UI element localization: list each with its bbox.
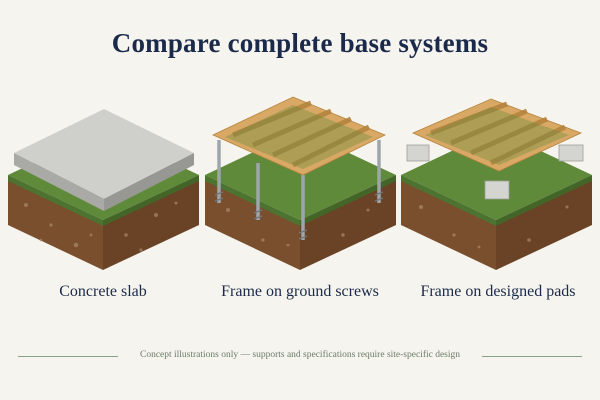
caption-designed-pads: Frame on designed pads bbox=[420, 283, 576, 300]
divider-right bbox=[482, 356, 582, 357]
caption-ground-screws: Frame on ground screws bbox=[221, 283, 379, 300]
caption-concrete-slab: Concrete slab bbox=[59, 283, 147, 300]
concrete-slab-illustration bbox=[6, 95, 201, 270]
divider-left bbox=[18, 356, 118, 357]
pad-frame-illustration bbox=[399, 95, 594, 270]
ground-screw-frame-illustration bbox=[203, 95, 398, 270]
footnote: Concept illustrations only — supports an… bbox=[139, 350, 461, 360]
page-title: Compare complete base systems bbox=[111, 28, 489, 58]
